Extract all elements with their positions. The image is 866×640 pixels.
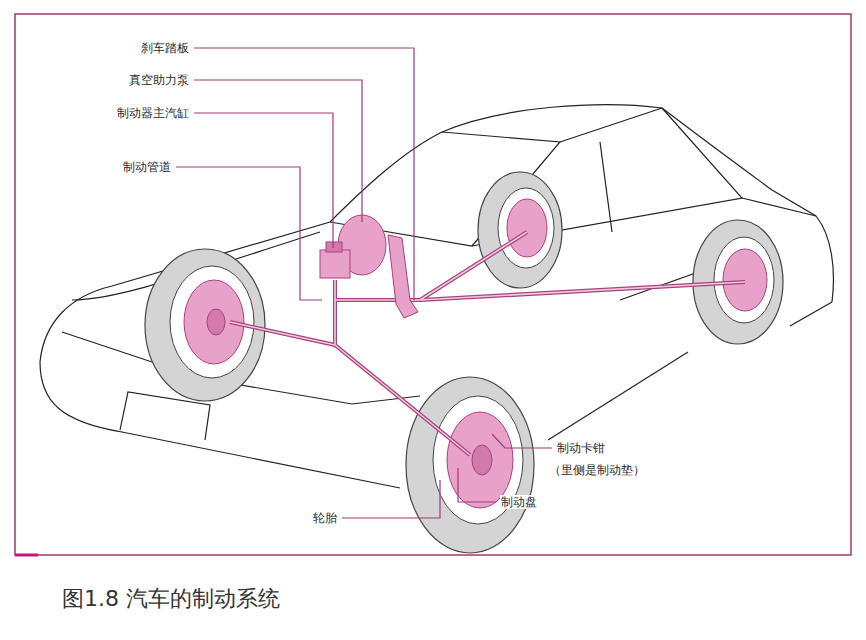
frame-mark (15, 554, 38, 557)
part-label: 刹车踏板 (140, 41, 190, 55)
part-label: （里侧是制动垫） (548, 463, 646, 477)
part-label: 制动管道 (122, 160, 172, 174)
frame (15, 14, 851, 555)
part-label: 制动盘 (500, 495, 538, 509)
leader-lines (176, 48, 552, 518)
part-label: 轮胎 (312, 511, 338, 525)
part-label: 制动卡钳 (556, 441, 606, 455)
figure-caption: 图1.8 汽车的制动系统 (62, 584, 280, 614)
wheels (145, 172, 783, 553)
brake-components (320, 215, 418, 318)
brake-lines (230, 232, 745, 455)
part-label: 真空助力泵 (128, 73, 190, 87)
part-label: 制动器主汽缸 (116, 106, 190, 120)
